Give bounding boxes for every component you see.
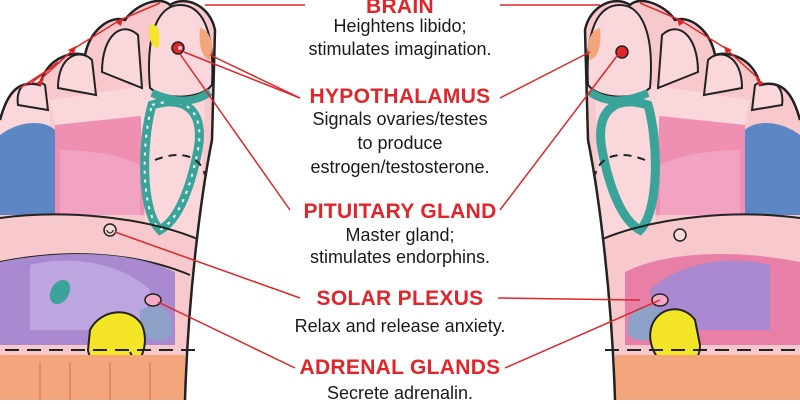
label-hypothalamus-line3: estrogen/testosterone. [310,157,490,177]
label-hypothalamus-line1: Signals ovaries/testes [312,109,488,129]
right-foot [583,0,800,400]
leader-lines-left [114,4,305,369]
label-brain-title: BRAIN [366,0,434,18]
label-hypothalamus-line2: to produce [357,133,443,153]
label-adrenal-line1: Secrete adrenalin. [326,383,474,403]
label-pituitary-title: PITUITARY GLAND [303,200,497,223]
label-solar-plexus-title: SOLAR PLEXUS [316,287,484,310]
label-brain-line1: Heightens libido; [333,16,467,36]
label-solar-plexus-line1: Relax and release anxiety. [294,316,506,336]
label-hypothalamus-title: HYPOTHALAMUS [309,85,491,108]
label-pituitary-line1: Master gland; [345,225,455,245]
label-adrenal-title: ADRENAL GLANDS [299,356,501,379]
left-foot [0,0,217,400]
label-brain-line2: stimulates imagination. [308,39,492,59]
leader-lines-right [497,4,661,369]
label-pituitary-line2: stimulates endorphins. [309,247,491,267]
